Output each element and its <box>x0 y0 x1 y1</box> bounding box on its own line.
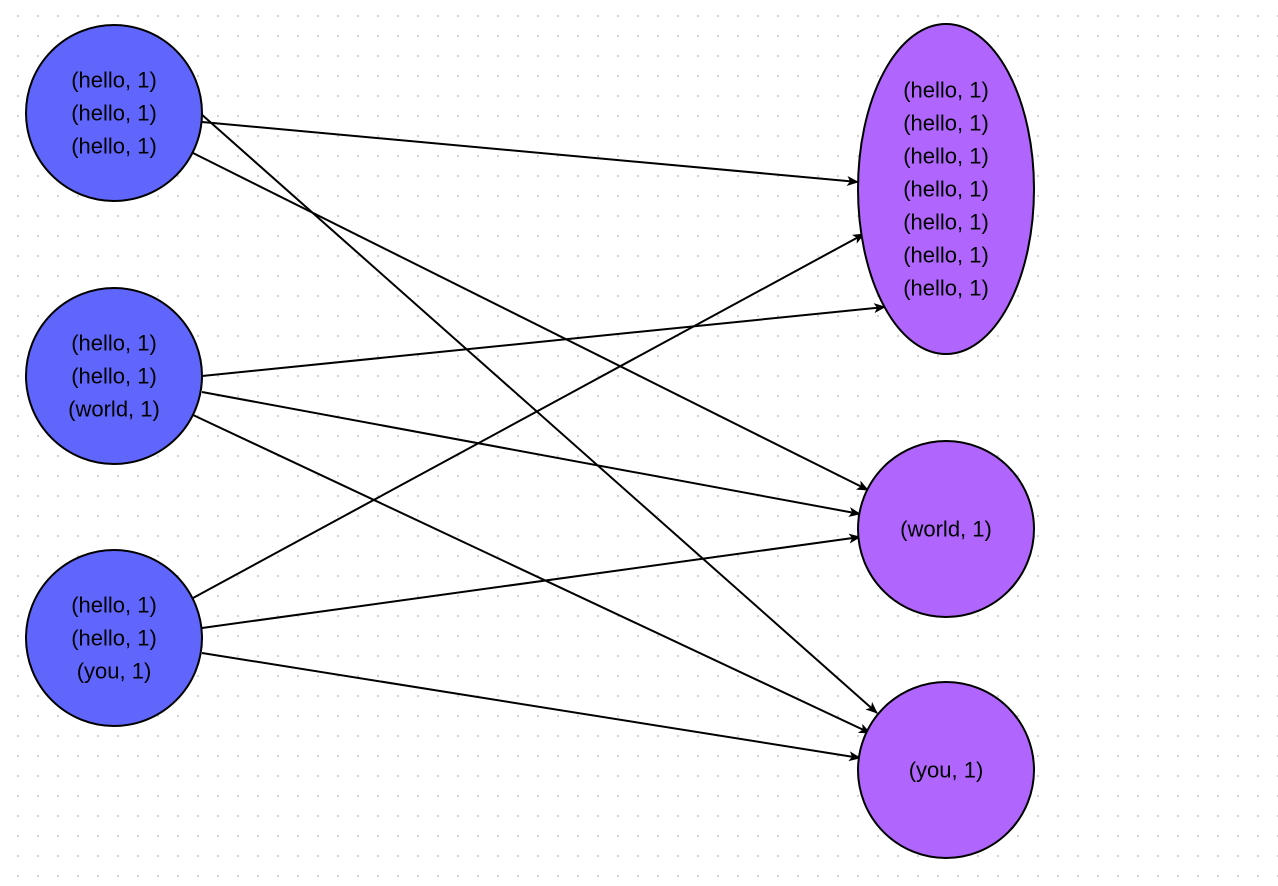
node-shape-map-3 <box>25 549 203 727</box>
node-label-line: (hello, 1) <box>903 177 989 202</box>
node-label-line: (you, 1) <box>909 758 984 783</box>
node-label-line: (hello, 1) <box>71 134 157 159</box>
node-shape-reduce-hello <box>857 23 1035 355</box>
node-label-line: (hello, 1) <box>903 243 989 268</box>
node-label-line: (world, 1) <box>900 517 992 542</box>
node-reduce-world: (world, 1) <box>857 440 1035 618</box>
node-label-line: (hello, 1) <box>903 276 989 301</box>
edge-map-1-to-reduce-world <box>192 152 869 491</box>
node-label-line: (world, 1) <box>68 397 160 422</box>
node-label-line: (hello, 1) <box>71 101 157 126</box>
node-shape-reduce-world <box>857 440 1035 618</box>
edge-map-3-to-reduce-you <box>201 652 861 762</box>
edge-map-3-to-reduce-hello <box>192 233 865 599</box>
node-label-line: (hello, 1) <box>71 331 157 356</box>
edge-map-3-to-reduce-world <box>201 533 861 629</box>
node-shape-reduce-you <box>857 681 1035 859</box>
edge-map-2-to-reduce-you <box>192 414 871 734</box>
node-label-line: (hello, 1) <box>71 68 157 93</box>
edges-layer <box>192 112 886 762</box>
node-reduce-you: (you, 1) <box>857 681 1035 859</box>
node-reduce-hello: (hello, 1) (hello, 1) (hello, 1) (hello, 1)… <box>857 23 1035 355</box>
node-shape-map-1 <box>25 24 203 202</box>
node-label-line: (hello, 1) <box>903 210 989 235</box>
edge-map-2-to-reduce-hello <box>201 303 886 377</box>
node-shape-map-2 <box>25 287 203 465</box>
node-map-3: (hello, 1) (hello, 1) (you, 1) <box>25 549 203 727</box>
node-label-line: (hello, 1) <box>903 144 989 169</box>
node-map-2: (hello, 1) (hello, 1) (world, 1) <box>25 287 203 465</box>
node-map-1: (hello, 1) (hello, 1) (hello, 1) <box>25 24 203 202</box>
node-label-line: (hello, 1) <box>903 111 989 136</box>
node-label-line: (hello, 1) <box>71 364 157 389</box>
node-label-line: (hello, 1) <box>903 78 989 103</box>
edge-map-2-to-reduce-world <box>201 391 861 517</box>
edge-map-1-to-reduce-hello <box>201 121 859 186</box>
node-label-line: (hello, 1) <box>71 626 157 651</box>
node-label-line: (hello, 1) <box>71 593 157 618</box>
node-label-line: (you, 1) <box>77 659 152 684</box>
edge-map-1-to-reduce-you <box>199 112 878 714</box>
nodes-layer: (hello, 1)(hello, 1)(hello, 1)(hello, 1)… <box>25 23 1035 859</box>
